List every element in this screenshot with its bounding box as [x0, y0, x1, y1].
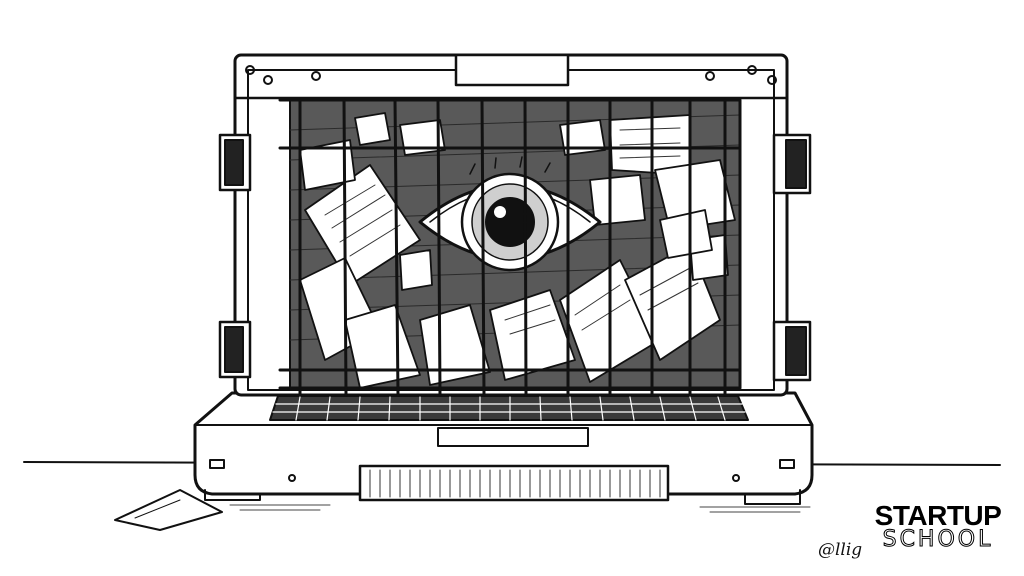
startup-school-logo: STARTUP SCHOOL [872, 500, 1004, 552]
cage-bars [278, 98, 742, 397]
shadow-hatching [229, 504, 811, 513]
artist-signature: @llig [818, 540, 863, 560]
logo-line-school: SCHOOL [882, 527, 994, 552]
scattered-documents [299, 112, 736, 389]
touchpad [437, 427, 589, 447]
fallen-paper [114, 489, 223, 531]
front-grille [358, 464, 670, 502]
keyboard [269, 395, 749, 421]
laptop-base [193, 391, 814, 505]
eye-icon [418, 156, 602, 272]
logo-line-startup: STARTUP [874, 500, 1002, 531]
